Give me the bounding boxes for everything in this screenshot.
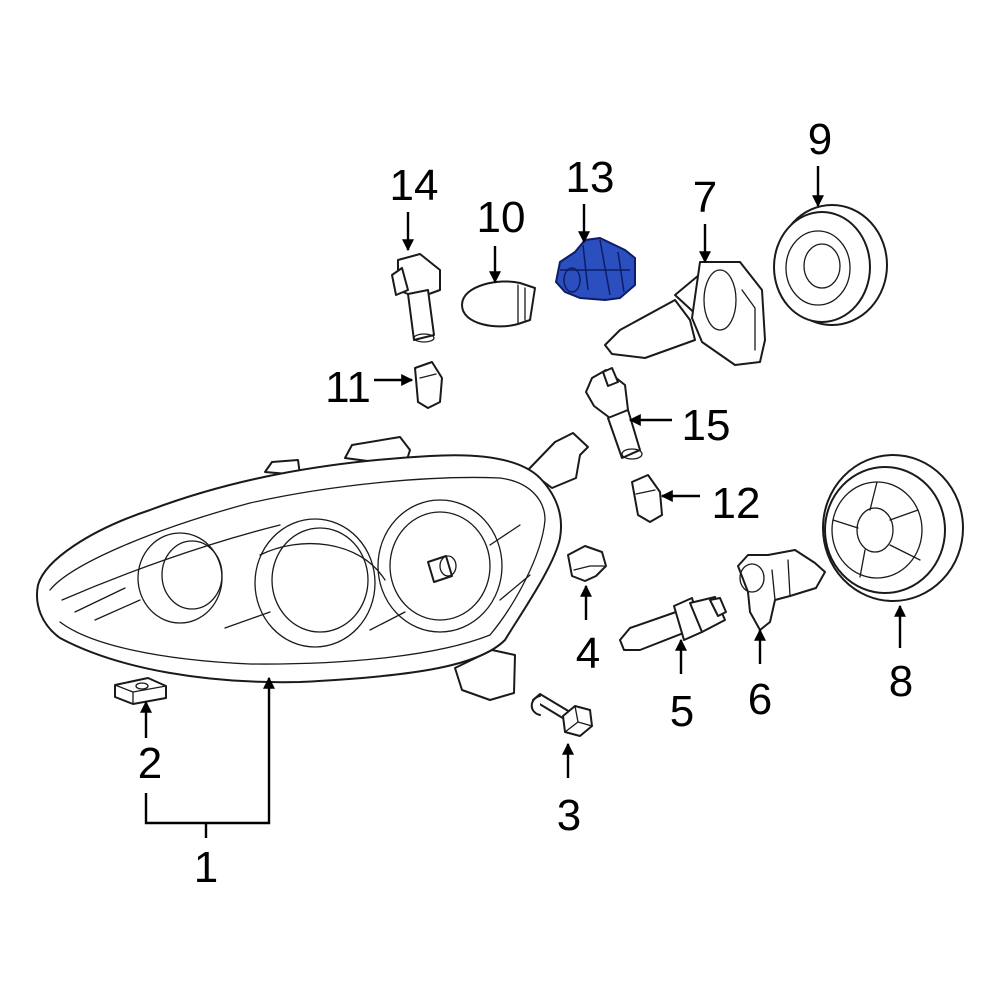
- bulb-socket-14[interactable]: [391, 253, 441, 343]
- wedge-bulb-12[interactable]: [631, 474, 663, 523]
- callout-3: 3: [557, 791, 581, 840]
- bulb-socket-13[interactable]: [555, 237, 636, 301]
- callout-8: 8: [889, 657, 913, 706]
- leader-1: [144, 676, 275, 825]
- bolt[interactable]: [530, 693, 593, 737]
- bulb-socket-15[interactable]: [585, 367, 643, 460]
- headlamp-assembly[interactable]: [36, 432, 589, 701]
- callout-1: 1: [194, 843, 218, 892]
- dust-cap-9[interactable]: [773, 204, 888, 326]
- callout-15: 15: [682, 401, 731, 450]
- callout-13: 13: [566, 153, 615, 202]
- headlight-bulb-7[interactable]: [604, 261, 766, 366]
- bulb-5[interactable]: [619, 596, 727, 651]
- callout-labels: 1 2 3 4 5 6 7 8 9 10 11 12 13 14 15: [138, 115, 913, 892]
- clip[interactable]: [567, 545, 607, 582]
- callout-4: 4: [576, 629, 600, 678]
- callout-10: 10: [477, 193, 526, 242]
- callout-7: 7: [693, 173, 717, 222]
- callout-12: 12: [712, 479, 761, 528]
- leader-lines: [140, 166, 906, 838]
- callout-6: 6: [748, 675, 772, 724]
- callout-5: 5: [670, 687, 694, 736]
- wedge-bulb-10[interactable]: [461, 280, 536, 328]
- callout-11: 11: [325, 363, 371, 412]
- callout-9: 9: [808, 115, 832, 164]
- dust-cap-8[interactable]: [822, 454, 964, 602]
- callout-14: 14: [390, 161, 439, 210]
- bulb-socket-6[interactable]: [737, 549, 826, 631]
- wedge-bulb-11[interactable]: [414, 361, 443, 409]
- clip-nut[interactable]: [114, 677, 167, 705]
- callout-2: 2: [138, 739, 162, 788]
